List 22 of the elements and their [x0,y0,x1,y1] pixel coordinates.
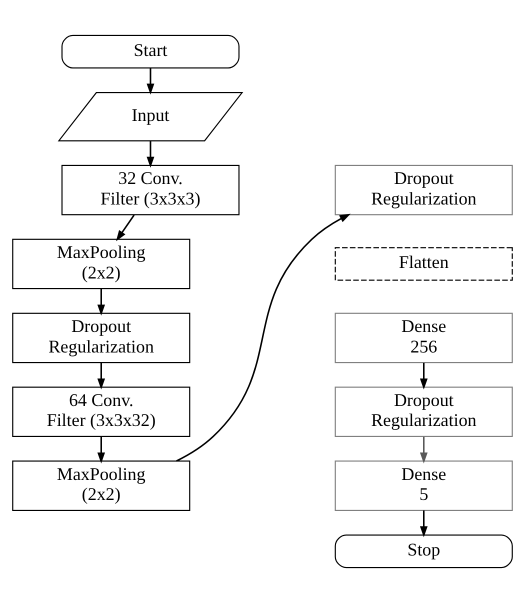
arrow [146,68,154,95]
arrow [420,362,428,390]
node-box: 32 Conv. Filter (3x3x3) [61,164,240,216]
node-box: Dropout Regularization [334,164,513,216]
node-box: MaxPooling (2x2) [12,238,190,290]
node-box: Dropout Regularization [334,386,513,438]
arrow [420,510,428,538]
arrow [97,436,106,464]
arrow [420,436,428,464]
node-box: 64 Conv. Filter (3x3x32) [12,386,190,438]
arrow [116,214,135,242]
arrow [97,362,106,390]
node-box: Start [61,34,240,69]
node-box: Dense 256 [334,312,513,364]
node-box: MaxPooling (2x2) [12,460,190,511]
arrow [176,214,351,462]
node-box: Flatten [334,247,513,281]
arrow [97,288,106,316]
arrow [146,141,154,168]
node-box: Dropout Regularization [12,312,190,364]
node-box: Dense 5 [334,460,513,511]
node-box: Stop [334,534,513,568]
